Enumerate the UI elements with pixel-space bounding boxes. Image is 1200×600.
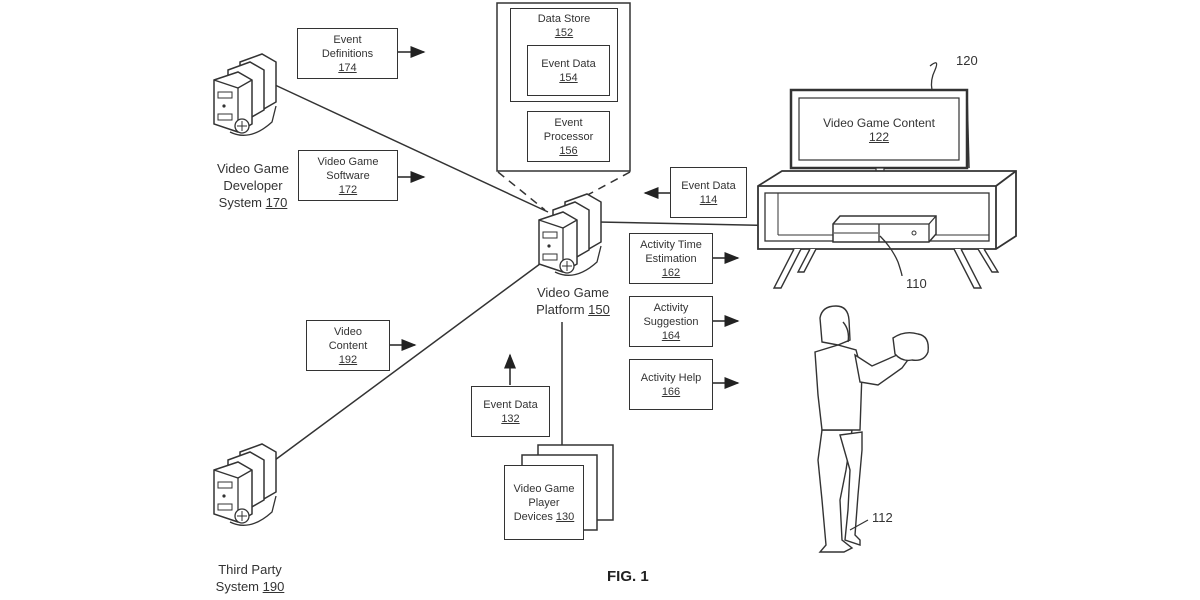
event-data-132-box: Event Data 132 <box>471 386 550 437</box>
data-store-ref: 152 <box>554 27 574 39</box>
event-processor-ref: 156 <box>559 144 578 157</box>
video-game-content-ref: 122 <box>868 130 890 144</box>
video-game-software-ref: 172 <box>338 183 358 196</box>
platform-line-2: Platform <box>536 302 585 317</box>
television <box>789 62 970 186</box>
event-definitions-box: Event Definitions 174 <box>297 28 398 79</box>
event-data-132-ref: 132 <box>501 412 520 425</box>
third-party-line-1: Third Party <box>218 562 282 577</box>
player-devices-label-1: Video Game <box>513 482 575 495</box>
player-devices-ref: 130 <box>555 510 575 523</box>
platform-ref: 150 <box>588 302 610 317</box>
ref-112: 112 <box>872 510 893 525</box>
game-console <box>832 215 937 277</box>
activity-suggestion-label-1: Activity <box>653 301 689 314</box>
data-store-label: Data Store <box>537 13 591 25</box>
platform-line-1: Video Game <box>536 285 610 300</box>
link-thirdparty-platform <box>274 257 549 461</box>
activity-help-label: Activity Help <box>640 371 702 384</box>
third-party-ref: 190 <box>262 579 285 594</box>
third-party-line-2: System <box>215 579 259 594</box>
developer-system-line-3: System <box>218 195 262 210</box>
video-game-content-label: Video Game Content 122 <box>800 116 958 144</box>
video-game-content-text: Video Game Content <box>823 116 935 130</box>
activity-suggestion-ref: 164 <box>661 329 681 342</box>
figure-label: FIG. 1 <box>607 568 649 585</box>
zoom-guide-left <box>497 171 546 211</box>
event-data-114-box: Event Data 114 <box>670 167 747 218</box>
activity-help-box: Activity Help 166 <box>629 359 713 410</box>
event-data-114-label: Event Data <box>681 179 736 192</box>
video-game-software-label-2: Software <box>326 169 370 182</box>
player-devices-box: Video Game Player Devices 130 <box>504 465 584 540</box>
event-data-114-ref: 114 <box>699 193 718 206</box>
video-content-label-1: Video <box>334 325 362 338</box>
event-data-154-ref: 154 <box>559 71 578 84</box>
video-content-box: Video Content 192 <box>306 320 390 371</box>
event-data-154-box: Event Data 154 <box>527 45 610 96</box>
event-definitions-label-2: Definitions <box>321 47 374 60</box>
developer-system-line-2: Developer <box>223 178 283 193</box>
event-processor-box: Event Processor 156 <box>527 111 610 162</box>
tv-stand <box>757 170 1017 289</box>
activity-suggestion-box: Activity Suggestion 164 <box>629 296 713 347</box>
event-definitions-label-1: Event <box>333 33 362 46</box>
ref-110: 110 <box>906 276 927 291</box>
activity-help-ref: 166 <box>661 385 681 398</box>
ref-120: 120 <box>956 53 978 68</box>
platform-label: Video Game Platform 150 <box>518 284 628 318</box>
developer-system-label: Video Game Developer System 170 <box>198 160 308 211</box>
activity-time-estimation-ref: 162 <box>661 266 681 279</box>
event-data-154-label: Event Data <box>541 57 596 70</box>
player-devices-label-2: Player <box>528 496 560 509</box>
player-devices-label-3: Devices <box>513 510 553 523</box>
activity-time-estimation-label-1: Activity Time <box>640 238 702 251</box>
activity-time-estimation-label-2: Estimation <box>645 252 697 265</box>
activity-time-estimation-box: Activity Time Estimation 162 <box>629 233 713 284</box>
link-developer-platform <box>274 84 549 213</box>
event-definitions-ref: 174 <box>338 61 357 74</box>
developer-system-line-1: Video Game <box>216 161 290 176</box>
platform-server-icon <box>538 193 602 277</box>
zoom-guide-right <box>581 171 631 199</box>
user-figure <box>814 305 929 553</box>
developer-server-icon <box>213 53 277 137</box>
event-processor-label-2: Processor <box>543 130 594 143</box>
developer-system-ref: 170 <box>265 195 288 210</box>
platform-detail-frame <box>496 2 631 172</box>
video-game-software-box: Video Game Software 172 <box>298 150 398 201</box>
video-content-ref: 192 <box>338 353 358 366</box>
video-game-software-label-1: Video Game <box>317 155 379 168</box>
video-content-label-2: Content <box>328 339 368 352</box>
third-party-system-label: Third Party System 190 <box>200 561 300 595</box>
third-party-server-icon <box>213 443 277 527</box>
event-processor-label-1: Event <box>554 116 583 129</box>
activity-suggestion-label-2: Suggestion <box>643 315 699 328</box>
event-data-132-label: Event Data <box>483 398 538 411</box>
